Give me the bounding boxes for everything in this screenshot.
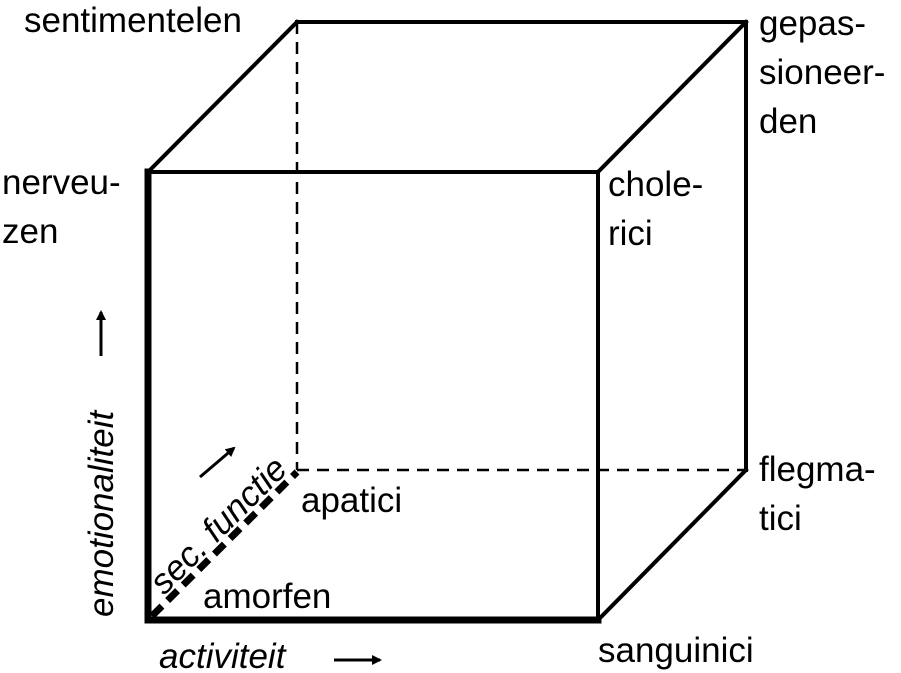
axis-label-emotionaliteit: emotionaliteit (82, 410, 121, 617)
label-amorfen: amorfen (203, 577, 331, 616)
label-gepassioneerden: gepas- sioneer- den (759, 4, 895, 141)
label-apatici: apatici (301, 481, 402, 520)
label-flegmatici-line1: flegma- (759, 450, 876, 489)
label-sentimentelen: sentimentelen (24, 1, 242, 40)
label-nerveuzen: nerveu- zen (2, 163, 130, 251)
top-right-connector-edge (595, 19, 749, 175)
label-gepassioneerden-line3: den (759, 102, 817, 141)
label-cholerici-line1: chole- (608, 165, 703, 204)
secundaire-functie-axis-dashed (149, 469, 300, 619)
label-gepassioneerden-line1: gepas- (759, 4, 866, 43)
label-cholerici-line2: rici (608, 214, 653, 253)
label-nerveuzen-line2: zen (2, 212, 58, 251)
top-left-connector-edge (145, 19, 300, 175)
label-gepassioneerden-line2: sioneer- (759, 53, 885, 92)
label-flegmatici: flegma- tici (759, 450, 885, 538)
secundaire-functie-arrow-icon (199, 446, 236, 479)
label-flegmatici-line2: tici (759, 499, 802, 538)
label-cholerici: chole- rici (608, 165, 713, 253)
bottom-right-connector-edge (595, 467, 749, 623)
label-sanguinici: sanguinici (598, 631, 754, 670)
axis-label-activiteit: activiteit (159, 637, 287, 673)
label-nerveuzen-line1: nerveu- (2, 163, 121, 202)
